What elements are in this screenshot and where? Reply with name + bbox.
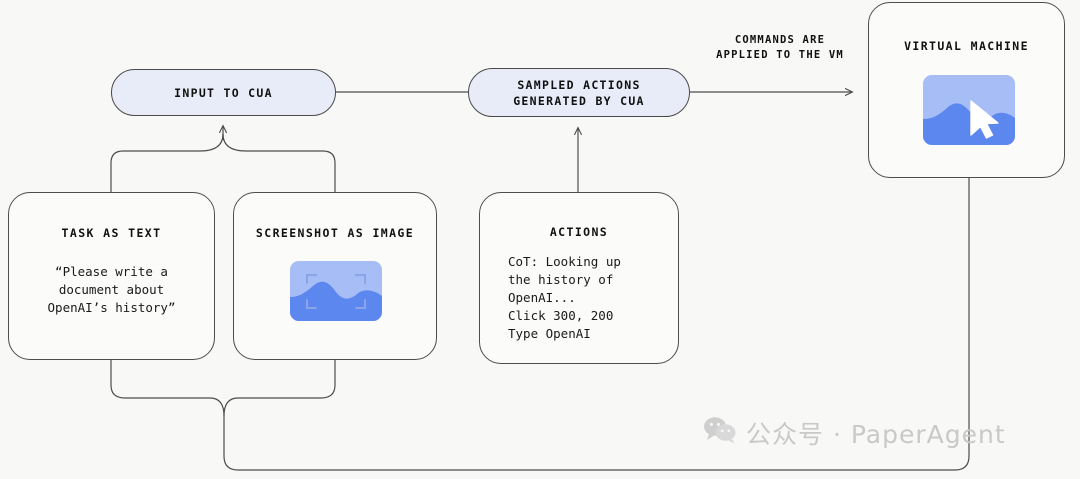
image-with-crop-marks-icon: [290, 261, 382, 321]
watermark-text: 公众号 · PaperAgent: [746, 420, 1006, 449]
task-as-text-title: TASK AS TEXT: [61, 226, 162, 240]
actions-title: ACTIONS: [549, 225, 609, 239]
node-task-as-text[interactable]: TASK AS TEXT “Please write a document ab…: [8, 192, 215, 360]
wechat-icon: [703, 416, 737, 450]
node-virtual-machine[interactable]: VIRTUAL MACHINE: [868, 2, 1065, 178]
watermark: 公众号 · PaperAgent: [703, 415, 1006, 451]
caption-commands-applied-to-vm: COMMANDS ARE APPLIED TO THE VM: [716, 34, 844, 61]
node-actions[interactable]: ACTIONS CoT: Looking up the history of O…: [479, 192, 679, 364]
wire-feedback-to-screenshot: [223, 360, 336, 417]
wire-screenshot-up: [222, 133, 336, 192]
node-sampled-actions[interactable]: SAMPLED ACTIONS GENERATED BY CUA: [468, 68, 690, 117]
node-input-to-cua[interactable]: INPUT TO CUA: [111, 69, 336, 116]
actions-body: CoT: Looking up the history of OpenAI...…: [508, 254, 621, 341]
task-as-text-body: “Please write a document about OpenAI’s …: [47, 264, 176, 315]
virtual-machine-title: VIRTUAL MACHINE: [904, 39, 1029, 53]
wire-task-up: [110, 133, 224, 192]
node-screenshot-as-image[interactable]: SCREENSHOT AS IMAGE: [233, 192, 437, 360]
screenshot-as-image-title: SCREENSHOT AS IMAGE: [255, 226, 415, 240]
image-with-cursor-icon: [923, 75, 1015, 145]
wire-feedback-to-task: [110, 360, 225, 417]
